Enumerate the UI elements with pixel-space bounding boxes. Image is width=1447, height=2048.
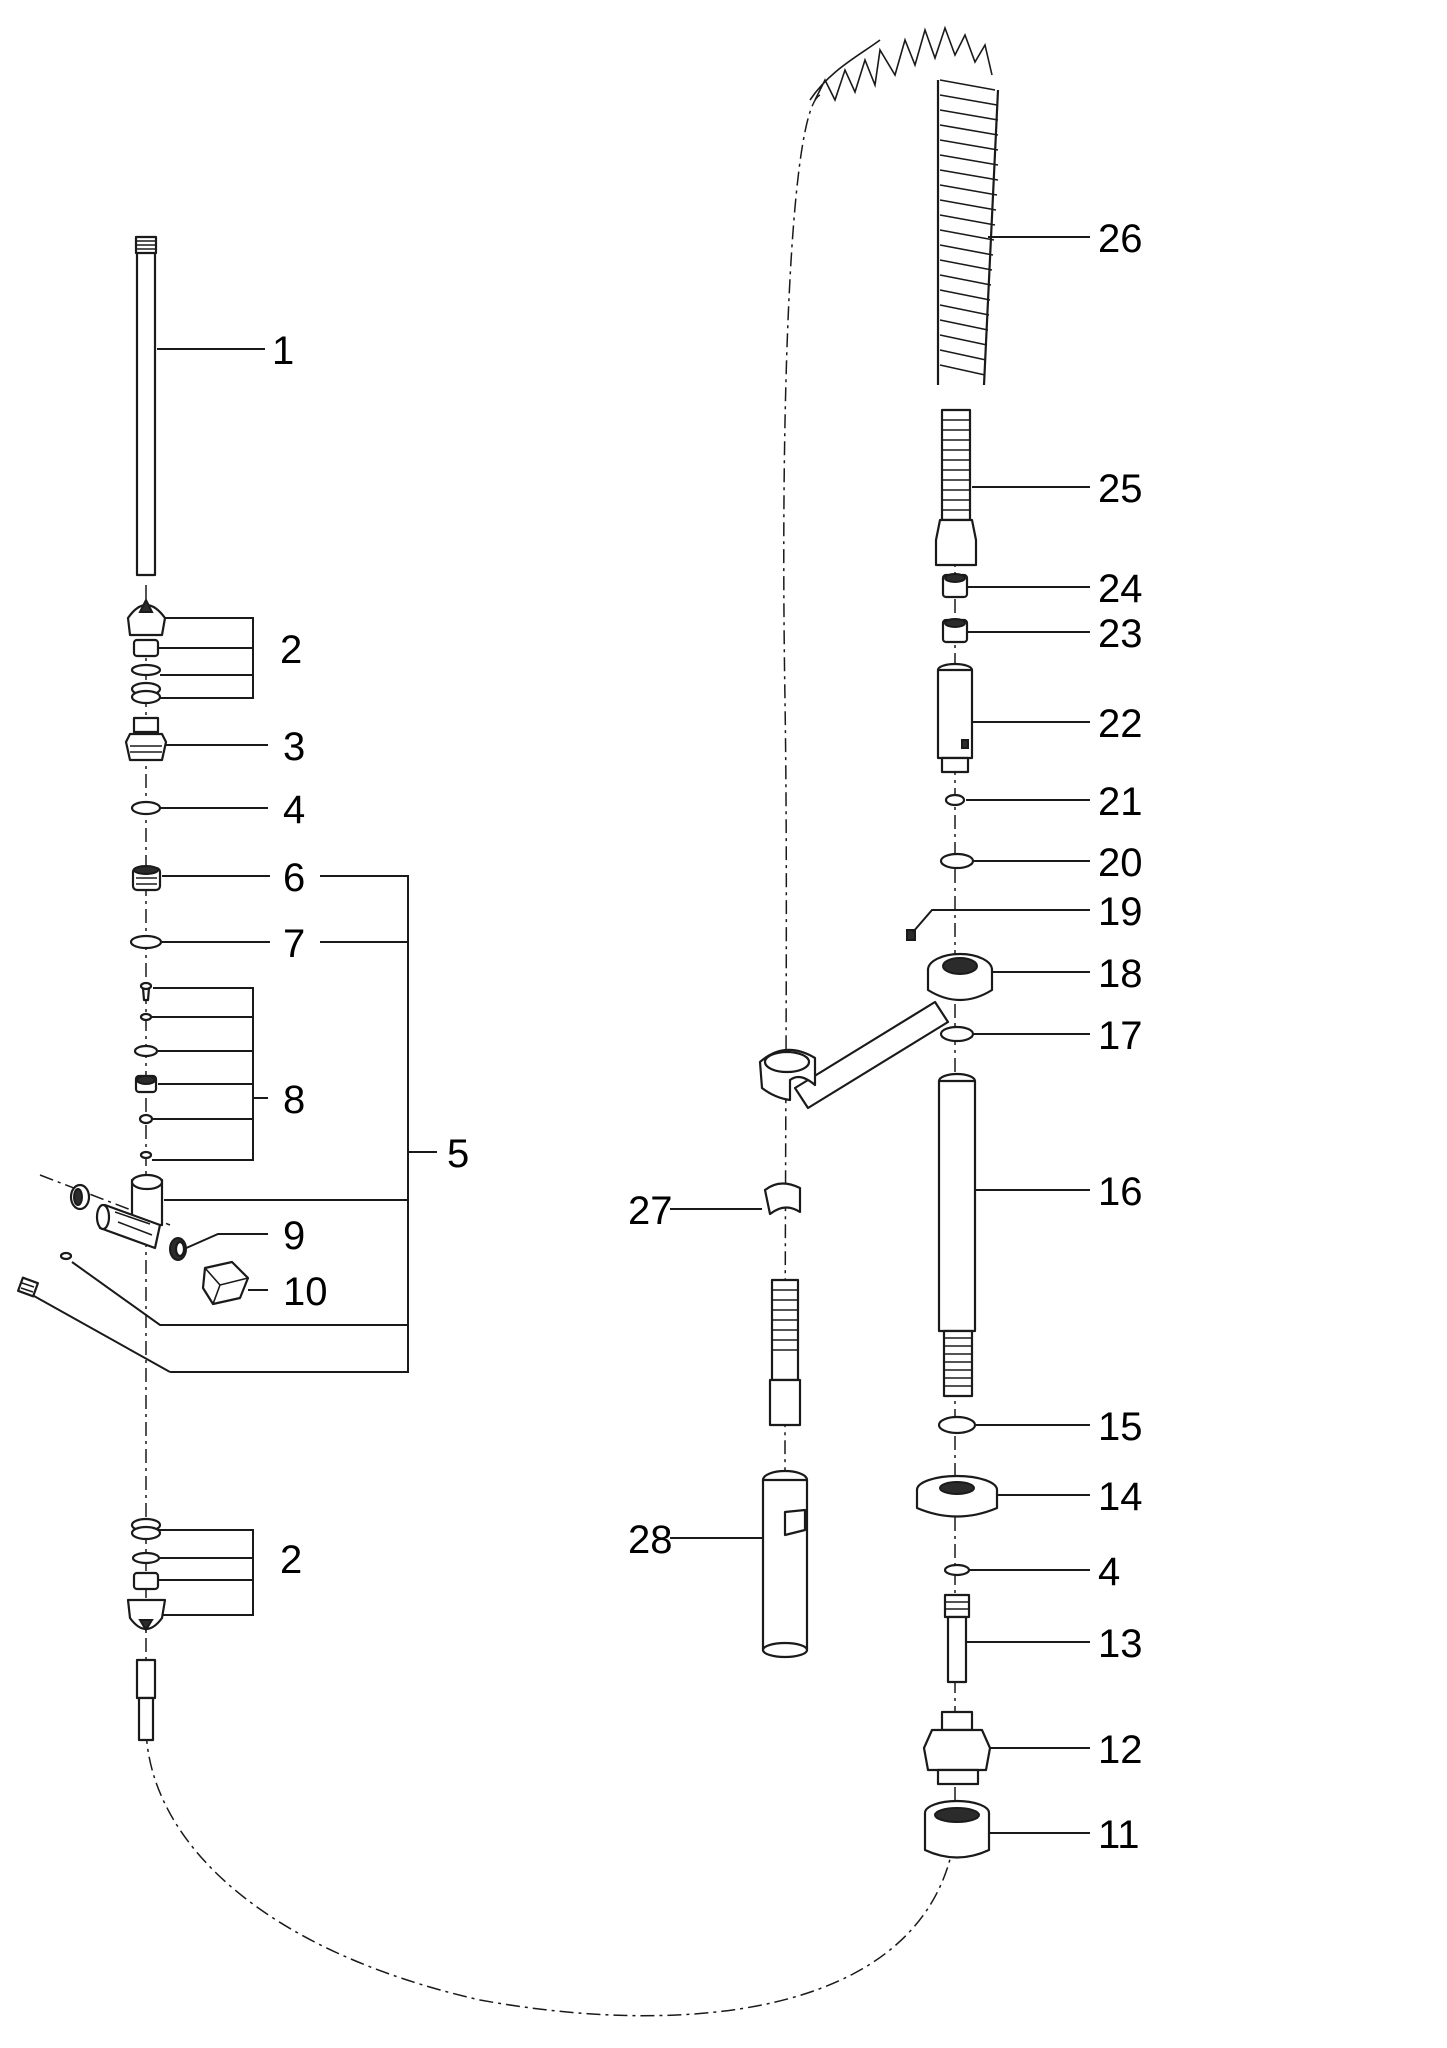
left-leader-lines xyxy=(33,348,437,1616)
part-13-shank xyxy=(943,1593,971,1684)
part-24-insert xyxy=(941,573,969,599)
label-part-10: 10 xyxy=(283,1270,328,1314)
label-part-25: 25 xyxy=(1098,467,1143,511)
label-part-1: 1 xyxy=(272,329,294,373)
label-part-26: 26 xyxy=(1098,217,1143,261)
label-part-4-lower: 4 xyxy=(1098,1550,1120,1594)
label-part-12: 12 xyxy=(1098,1728,1143,1772)
part-15-oring xyxy=(937,1415,977,1435)
label-part-22: 22 xyxy=(1098,702,1143,746)
part-4-lower-washer xyxy=(943,1563,971,1577)
label-part-2-lower: 2 xyxy=(280,1538,302,1582)
part-11-nut xyxy=(923,1799,991,1859)
part-22-tube xyxy=(936,662,974,774)
label-part-13: 13 xyxy=(1098,1622,1143,1666)
label-part-17: 17 xyxy=(1098,1014,1143,1058)
part-2-lower-set xyxy=(126,1517,167,1632)
label-part-19: 19 xyxy=(1098,890,1143,934)
part-1-stem xyxy=(134,235,158,577)
label-part-14: 14 xyxy=(1098,1475,1143,1519)
part-10-hex-cap xyxy=(201,1260,250,1306)
label-part-23: 23 xyxy=(1098,612,1143,656)
label-part-18: 18 xyxy=(1098,952,1143,996)
label-part-9: 9 xyxy=(283,1214,305,1258)
part-4-upper-washer xyxy=(130,800,162,816)
label-part-4-upper: 4 xyxy=(283,788,305,832)
part-14-flange xyxy=(915,1474,999,1518)
part-27-clip xyxy=(763,1182,802,1216)
part-labels: 1 2 3 4 6 7 8 5 9 10 2 26 25 24 23 22 21… xyxy=(272,217,1143,1857)
label-part-24: 24 xyxy=(1098,567,1143,611)
part-lower-tube xyxy=(135,1658,157,1742)
part-3-threaded-nut xyxy=(124,716,168,762)
part-16-spout-tube xyxy=(937,1072,977,1398)
part-28-handspray xyxy=(761,1278,809,1659)
label-part-3: 3 xyxy=(283,725,305,769)
part-7-oring xyxy=(129,934,163,950)
assembly-axes xyxy=(39,94,956,2017)
part-19-screw xyxy=(906,929,916,941)
part-5-valve-body xyxy=(16,1173,164,1298)
part-26-spring xyxy=(809,25,1000,386)
label-part-5: 5 xyxy=(447,1132,469,1176)
label-part-28: 28 xyxy=(628,1518,673,1562)
label-part-8: 8 xyxy=(283,1078,305,1122)
label-part-20: 20 xyxy=(1098,841,1143,885)
part-9-seal xyxy=(169,1237,187,1261)
label-part-16: 16 xyxy=(1098,1170,1143,1214)
label-part-27: 27 xyxy=(628,1189,673,1233)
label-part-15: 15 xyxy=(1098,1405,1143,1449)
part-23-insert xyxy=(941,618,969,644)
part-25-hose-end xyxy=(934,408,978,567)
part-12-adapter xyxy=(922,1710,992,1786)
label-part-21: 21 xyxy=(1098,780,1143,824)
right-leader-lines xyxy=(670,236,1090,1834)
label-part-7: 7 xyxy=(283,922,305,966)
part-6-cap xyxy=(131,865,162,892)
part-17-oring xyxy=(939,1025,975,1043)
part-21-washer xyxy=(944,793,966,807)
part-20-oring xyxy=(939,852,975,870)
label-part-6: 6 xyxy=(283,856,305,900)
label-part-2-upper: 2 xyxy=(280,628,302,672)
part-8-valve-parts xyxy=(133,981,159,1160)
part-18-arm xyxy=(758,952,994,1110)
label-part-11: 11 xyxy=(1098,1813,1140,1857)
part-2-upper-set xyxy=(126,597,167,705)
